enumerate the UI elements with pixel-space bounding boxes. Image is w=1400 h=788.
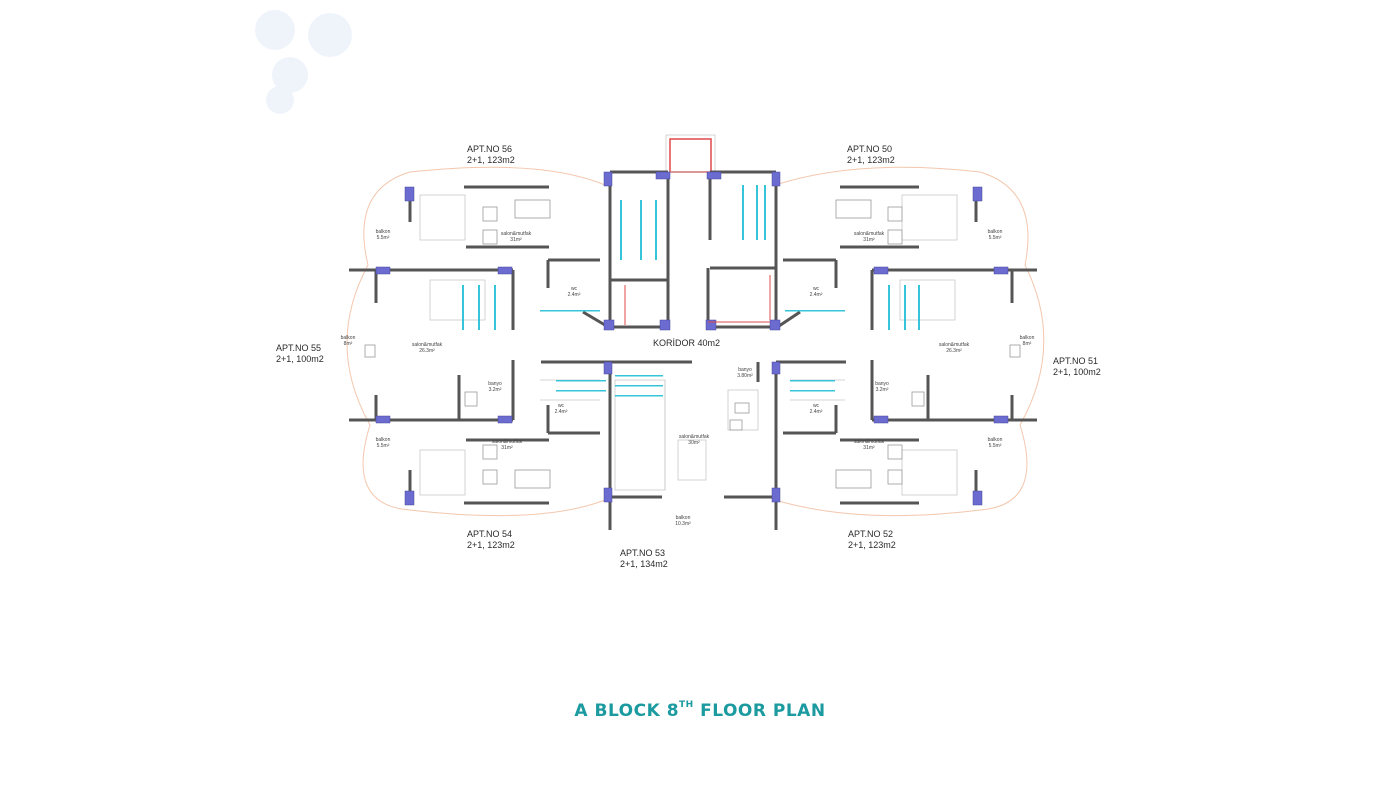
core-red-lines — [624, 275, 771, 325]
furniture — [364, 199, 1021, 489]
corridor-label: KORİDOR 40m2 — [653, 338, 721, 348]
walls — [349, 170, 1037, 530]
plan-title: A BLOCK 8TH FLOOR PLAN — [574, 700, 826, 721]
exterior-outline — [346, 166, 1045, 517]
watermark-pattern — [255, 10, 352, 114]
top-balcony-frame — [669, 138, 712, 173]
stair-markings — [462, 185, 920, 397]
structural-columns — [375, 171, 1009, 506]
